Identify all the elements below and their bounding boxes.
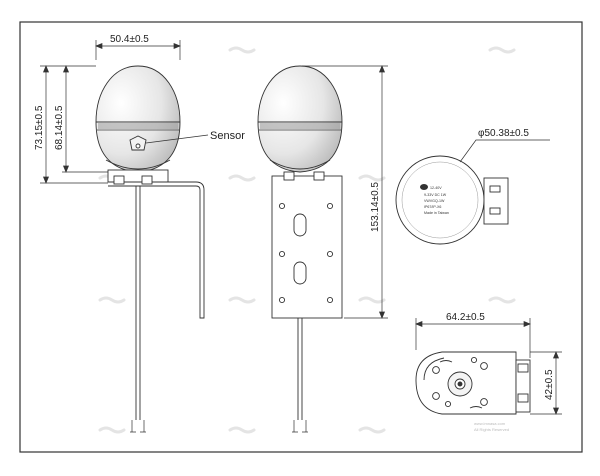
nameplate-line1: 12-40V [430, 186, 442, 190]
watermark-marks [98, 46, 516, 434]
dim-height-overall [302, 65, 388, 319]
dim-base-width [415, 318, 531, 358]
nameplate-line4: IP67/IP-X6 [424, 205, 441, 209]
dim-width-label: 50.4±0.5 [110, 34, 149, 45]
watermark-line1: www.imnasa.com [474, 421, 506, 426]
top-bracket [483, 177, 509, 225]
sensor-label: Sensor [210, 130, 245, 142]
dim-diameter-label: φ50.38±0.5 [478, 128, 529, 139]
side-dome [95, 65, 181, 173]
nameplate-line2: 9-33V DC 1W [424, 193, 447, 197]
watermark-line2: All Rights Reserved [474, 427, 509, 432]
dim-height-total-label: 73.15±0.5 [34, 105, 45, 150]
dim-height-dome [62, 65, 108, 173]
base-view [415, 351, 531, 415]
dim-base-height-label: 42±0.5 [544, 369, 555, 400]
dim-base-height [530, 351, 562, 415]
front-view [257, 65, 343, 433]
nameplate-line5: Made in Taiwan [424, 211, 449, 215]
diameter-leader [459, 139, 550, 163]
front-plate [271, 175, 343, 319]
side-bracket [108, 181, 205, 319]
top-view [395, 155, 509, 245]
front-dome [257, 65, 343, 173]
dim-height-dome-label: 68.14±0.5 [54, 105, 65, 150]
dim-height-overall-label: 153.14±0.5 [370, 182, 381, 232]
dim-base-width-label: 64.2±0.5 [446, 312, 485, 323]
side-view [95, 65, 205, 433]
nameplate-line3: VWVGQ-1W [424, 199, 445, 203]
sensor-leader [145, 134, 209, 144]
nameplate: 12-40V 9-33V DC 1W VWVGQ-1W IP67/IP-X6 M… [420, 184, 449, 215]
dim-width [95, 40, 181, 60]
dim-height-total [40, 65, 108, 184]
